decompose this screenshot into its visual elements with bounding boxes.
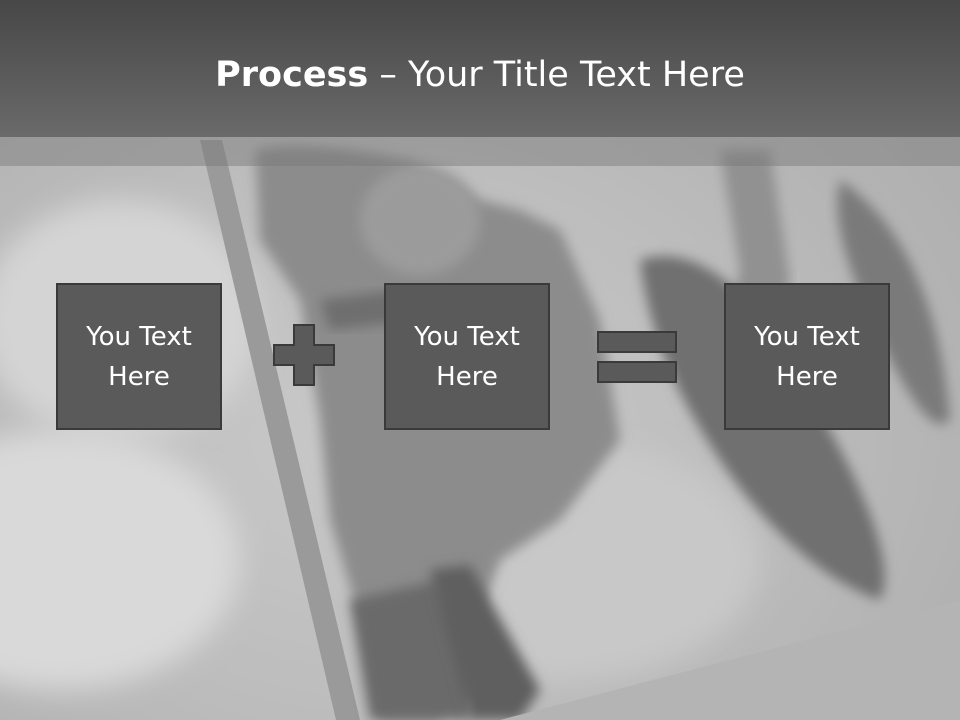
step-box-3-text: You Text Here: [754, 321, 860, 392]
title-strip: [0, 137, 960, 166]
title-bold-part: Process: [215, 55, 369, 95]
plus-icon: [273, 324, 335, 386]
title-rest-part: – Your Title Text Here: [368, 55, 745, 95]
equals-icon: [597, 331, 677, 383]
step-box-2-text: You Text Here: [414, 321, 520, 392]
step-box-1-text: You Text Here: [86, 321, 192, 392]
step-box-1[interactable]: You Text Here: [56, 283, 222, 430]
step-box-3[interactable]: You Text Here: [724, 283, 890, 430]
slide-title: Process – Your Title Text Here: [0, 52, 960, 98]
title-bar: [0, 0, 960, 137]
step-box-2[interactable]: You Text Here: [384, 283, 550, 430]
